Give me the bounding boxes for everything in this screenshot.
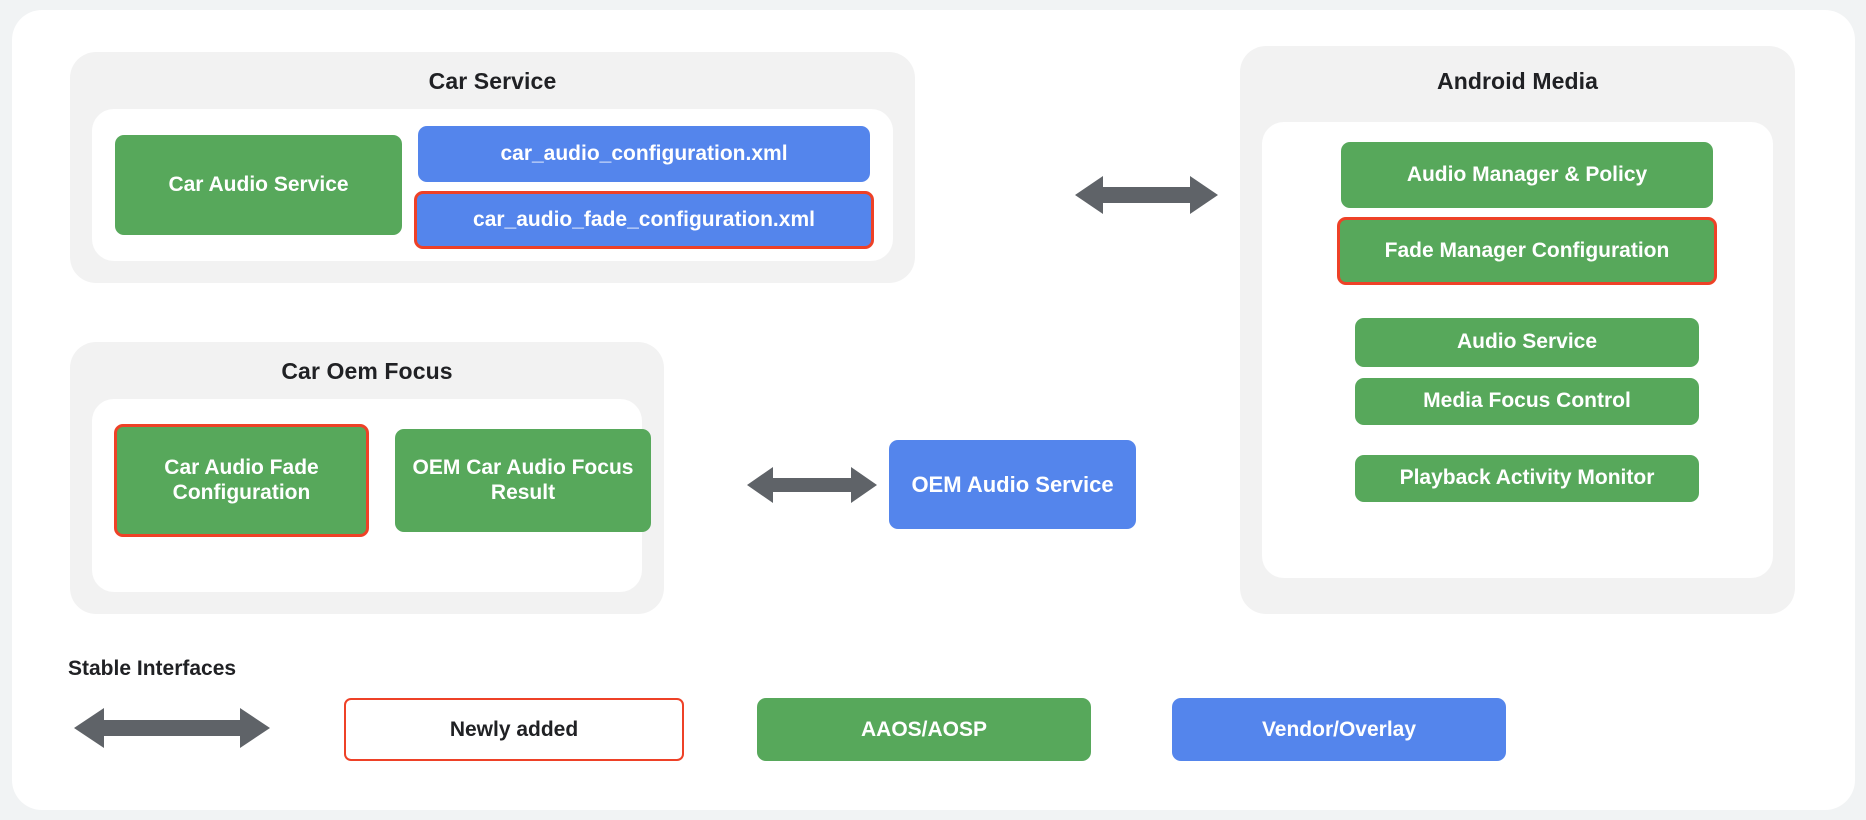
node-audio-manager-and-policy[interactable]: Audio Manager & Policy — [1341, 142, 1713, 208]
legend-chip-newly-added-label: Newly added — [449, 717, 579, 741]
group-car-service-inner: Car Audio Service car_audio_configuratio… — [92, 109, 893, 261]
node-car-audio-fade-configuration-label: Car Audio Fade Configuration — [164, 456, 319, 504]
node-oem-audio-service-label: OEM Audio Service — [911, 471, 1114, 497]
node-car-audio-configuration-xml[interactable]: car_audio_configuration.xml — [418, 126, 870, 182]
node-car-audio-fade-configuration[interactable]: Car Audio Fade Configuration — [114, 424, 369, 537]
group-android-media-title: Android Media — [1436, 68, 1599, 94]
node-car-audio-fade-configuration-xml-label: car_audio_fade_configuration.xml — [473, 207, 815, 231]
node-media-focus-control[interactable]: Media Focus Control — [1355, 378, 1699, 425]
legend-chip-vendor-overlay[interactable]: Vendor/Overlay — [1172, 698, 1506, 761]
node-playback-activity-monitor[interactable]: Playback Activity Monitor — [1355, 455, 1699, 502]
node-fade-manager-configuration[interactable]: Fade Manager Configuration — [1337, 217, 1717, 285]
group-car-oem-focus: Car Oem Focus Car Audio Fade Configurati… — [70, 342, 664, 614]
node-oem-car-audio-focus-result-label: OEM Car Audio Focus Result — [412, 456, 634, 504]
group-car-oem-focus-inner: Car Audio Fade Configuration OEM Car Aud… — [92, 399, 651, 592]
node-car-audio-service[interactable]: Car Audio Service — [115, 135, 402, 235]
legend-chip-newly-added[interactable]: Newly added — [344, 698, 684, 761]
legend-stable-interfaces-arrow — [74, 708, 270, 748]
diagram-card: Car Service Car Audio Service car_audio_… — [12, 10, 1855, 810]
node-audio-service[interactable]: Audio Service — [1355, 318, 1699, 367]
group-car-oem-focus-title: Car Oem Focus — [281, 358, 453, 384]
node-oem-car-audio-focus-result[interactable]: OEM Car Audio Focus Result — [395, 429, 651, 532]
node-playback-activity-monitor-label: Playback Activity Monitor — [1399, 466, 1655, 490]
connector-car-service-to-android-media — [1075, 176, 1218, 214]
node-media-focus-control-label: Media Focus Control — [1423, 389, 1631, 413]
group-android-media: Android Media Audio Manager & Policy Fad… — [1240, 46, 1795, 614]
node-fade-manager-configuration-label: Fade Manager Configuration — [1384, 238, 1670, 262]
node-car-audio-service-label: Car Audio Service — [168, 172, 349, 196]
legend-chip-vendor-overlay-label: Vendor/Overlay — [1261, 717, 1417, 741]
node-car-audio-configuration-xml-label: car_audio_configuration.xml — [500, 141, 788, 165]
node-oem-audio-service[interactable]: OEM Audio Service — [889, 440, 1136, 529]
legend-chip-aaos-aosp[interactable]: AAOS/AOSP — [757, 698, 1091, 761]
node-car-audio-fade-configuration-xml[interactable]: car_audio_fade_configuration.xml — [414, 191, 874, 249]
group-car-service-title: Car Service — [428, 68, 557, 94]
legend-stable-interfaces-label: Stable Interfaces — [68, 657, 237, 680]
group-car-service: Car Service Car Audio Service car_audio_… — [70, 52, 915, 283]
legend-chip-aaos-aosp-label: AAOS/AOSP — [860, 717, 988, 741]
group-android-media-inner: Audio Manager & Policy Fade Manager Conf… — [1262, 122, 1773, 578]
node-audio-service-label: Audio Service — [1456, 330, 1598, 354]
node-audio-manager-and-policy-label: Audio Manager & Policy — [1406, 162, 1648, 186]
connector-car-oem-focus-to-oem-audio-service — [747, 467, 877, 503]
